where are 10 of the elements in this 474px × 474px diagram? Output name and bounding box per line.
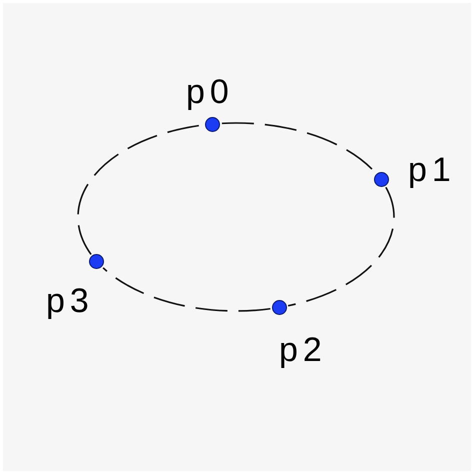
point-marker (89, 254, 104, 269)
point-label: p1 (408, 153, 456, 187)
point-label: p2 (279, 333, 327, 367)
point-label: p0 (186, 75, 234, 109)
dashed-arc (288, 186, 394, 307)
point-marker (205, 116, 220, 132)
point-marker (374, 172, 389, 188)
point-label: p3 (46, 284, 94, 318)
dashed-arc (102, 267, 270, 312)
point-marker (272, 300, 287, 315)
